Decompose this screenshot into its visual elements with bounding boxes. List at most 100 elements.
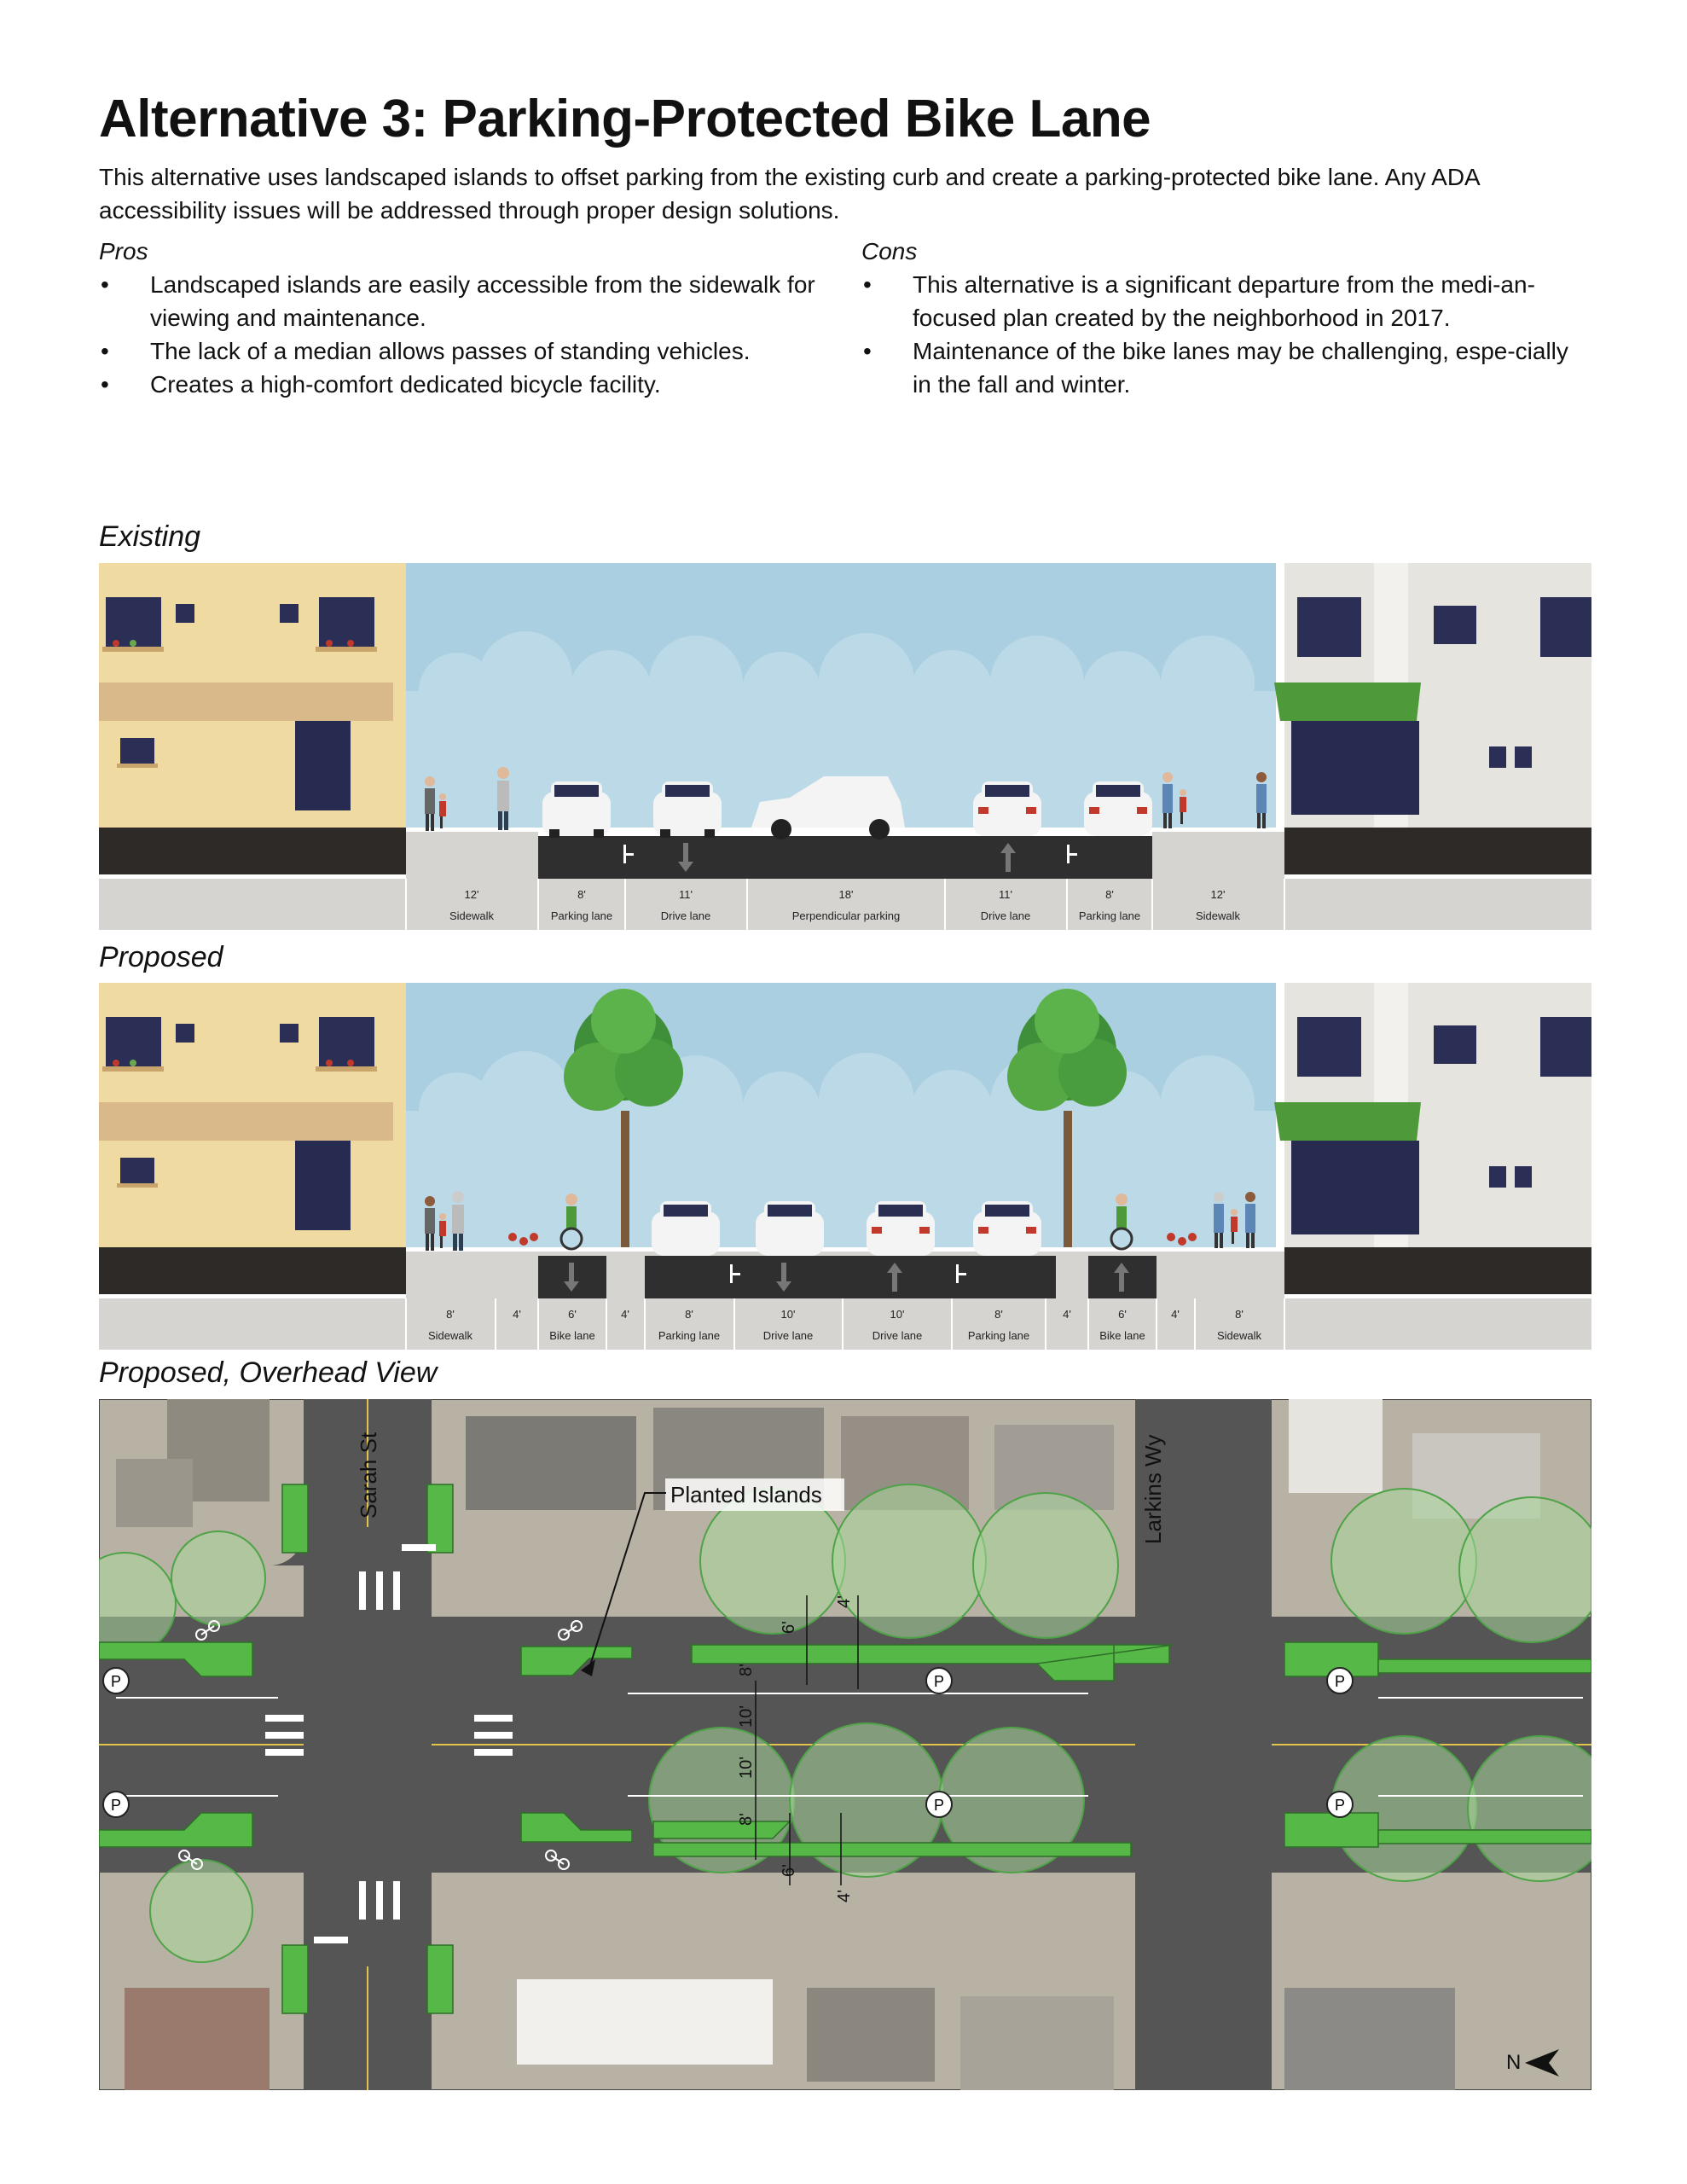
overhead-heading: Proposed, Overhead View: [99, 1356, 438, 1389]
island: [99, 1812, 253, 1848]
proposed-section-diagram: 8' Sidewalk 4' 6' Bike lane 4' 8' Parkin…: [99, 983, 1591, 1350]
northbound-arrow: [1000, 843, 1016, 872]
segment-width: 6': [1118, 1308, 1127, 1321]
north-arrow-icon: [1525, 2049, 1559, 2077]
segment-width: 8': [446, 1308, 455, 1321]
lane-arrows: [564, 1263, 1129, 1292]
lane-markings: [623, 845, 1077, 863]
segment-label: Parking lane: [968, 1329, 1029, 1342]
segment-label: Perpendicular parking: [792, 909, 900, 922]
northbound-bike-arrow: [1114, 1263, 1129, 1292]
car: [1084, 781, 1152, 836]
segment-label: Sidewalk: [428, 1329, 473, 1342]
segment-dividers: [405, 1298, 1285, 1350]
tree-canopies: [99, 1484, 1591, 1963]
aerial-buildings: [116, 1399, 1540, 2090]
parking-marker: P: [1326, 1791, 1354, 1818]
dimension-label: 8': [737, 1664, 756, 1676]
bike-icon: [545, 1850, 570, 1870]
parking-marker: P: [925, 1667, 953, 1694]
lane-markings: [730, 1264, 966, 1283]
segment-width: 8': [1235, 1308, 1244, 1321]
segment-width: 11': [679, 888, 693, 901]
segment-width: 10': [781, 1308, 796, 1321]
segment-label: Drive lane: [981, 909, 1031, 922]
planted-islands: [99, 1484, 1591, 2014]
segment-width: 12': [1211, 888, 1226, 901]
segment-width: 8': [994, 1308, 1003, 1321]
parking-marker-letter: P: [111, 1673, 121, 1690]
segment-width: 8': [1105, 888, 1114, 901]
parking-marker: P: [102, 1791, 130, 1818]
north-arrow: N: [1506, 2049, 1559, 2077]
clouds: [406, 1051, 1276, 1247]
corner-bulb: [281, 1944, 309, 2014]
pros-item: Creates a high-comfort dedicated bicycle…: [99, 368, 832, 401]
pros-heading: Pros: [99, 238, 148, 264]
pros-list: Landscaped islands are easily accessible…: [99, 268, 832, 401]
roadway: [538, 836, 1152, 879]
segment-label: Parking lane: [658, 1329, 720, 1342]
cons-heading: Cons: [861, 238, 918, 264]
segment-width: 8': [685, 1308, 693, 1321]
corner-bulb: [426, 1944, 454, 2014]
car: [653, 781, 722, 838]
pros-item: The lack of a median allows passes of st…: [99, 334, 832, 368]
car: [973, 1201, 1041, 1256]
callout-leader: [588, 1492, 666, 1669]
vehicles: [652, 1201, 1041, 1256]
proposed-heading: Proposed: [99, 941, 223, 973]
dimension-label: 8': [737, 1813, 756, 1826]
segment-width: 4': [513, 1308, 521, 1321]
southbound-arrow: [678, 843, 693, 872]
existing-heading: Existing: [99, 520, 201, 553]
north-label: N: [1506, 2051, 1521, 2074]
island: [1284, 1641, 1379, 1677]
planted-islands-callout: Planted Islands: [581, 1478, 844, 1676]
dimension-label: 6': [780, 1864, 798, 1877]
segment-width: 11': [999, 888, 1012, 901]
right-building-base: [1284, 828, 1591, 874]
roadway: [645, 1256, 1056, 1298]
island: [1377, 1829, 1591, 1844]
lane-lines: [116, 1693, 1583, 1797]
segment-label: Parking lane: [551, 909, 612, 922]
overhead-plan-diagram: P P P P P P Sarah St Larkins Wy Planted …: [99, 1399, 1591, 2090]
dimension-label: 10': [737, 1705, 756, 1728]
island: [99, 1641, 253, 1677]
dimension-label: 6': [780, 1621, 798, 1634]
lane-arrows: [678, 843, 1016, 872]
corner-bulb: [281, 1484, 309, 1554]
segment-label: Bike lane: [549, 1329, 594, 1342]
segment-width: 8': [577, 888, 586, 901]
segment-label: Drive lane: [872, 1329, 923, 1342]
existing-section-svg: 12' Sidewalk 8' Parking lane 11' Drive l…: [99, 563, 1591, 930]
island: [1035, 1644, 1174, 1682]
left-building: [99, 563, 406, 828]
proposed-section-svg: 8' Sidewalk 4' 6' Bike lane 4' 8' Parkin…: [99, 983, 1591, 1350]
overhead-plan-svg: P P P P P P Sarah St Larkins Wy Planted …: [99, 1399, 1591, 2090]
segment-label: Bike lane: [1099, 1329, 1145, 1342]
cons-list: This alternative is a significant depart…: [861, 268, 1586, 401]
segment-label: Sidewalk: [1217, 1329, 1262, 1342]
island: [1284, 1812, 1379, 1848]
section-label-band: [99, 879, 1591, 930]
existing-segment-labels: 12' Sidewalk 8' Parking lane 11' Drive l…: [449, 888, 1241, 922]
segment-label: Parking lane: [1079, 909, 1140, 922]
cons-column: Cons This alternative is a significant d…: [861, 235, 1586, 401]
car: [973, 781, 1041, 836]
pedestrians: [425, 767, 1267, 831]
segment-width: 18': [839, 888, 854, 901]
island: [652, 1821, 791, 1839]
right-building: [1274, 983, 1591, 1247]
bike-icon: [178, 1850, 203, 1870]
tree: [1007, 989, 1127, 1247]
segment-width: 4': [621, 1308, 629, 1321]
callout-label: Planted Islands: [670, 1482, 822, 1507]
dimension-label: 4': [835, 1890, 854, 1902]
parking-marker-letter: P: [111, 1797, 121, 1814]
dimension-markers: [755, 1595, 859, 1885]
planter-flowers: [508, 1233, 1197, 1246]
pros-item: Landscaped islands are easily accessible…: [99, 268, 832, 334]
